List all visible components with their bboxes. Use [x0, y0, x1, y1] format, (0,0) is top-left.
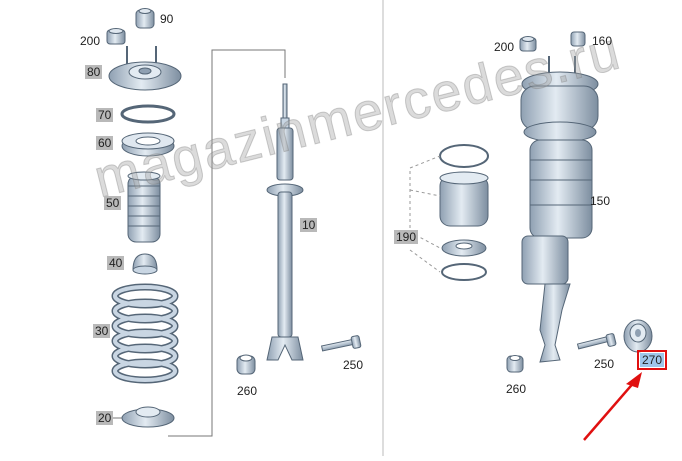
label-260-right: 260 — [506, 382, 527, 396]
label-90: 90 — [160, 12, 174, 26]
assembly-bracket-line — [168, 49, 286, 437]
label-10: 10 — [300, 218, 318, 232]
spring-seat-20 — [121, 406, 175, 428]
shock-absorber-10 — [266, 83, 304, 361]
label-250-left: 250 — [343, 358, 364, 372]
bump-stop-40 — [132, 253, 158, 275]
air-strut-150 — [520, 56, 599, 363]
bellows-50 — [127, 171, 161, 243]
bushing-260-left — [236, 354, 256, 375]
label-250-right: 250 — [594, 357, 615, 371]
label-200-left: 200 — [80, 34, 101, 48]
label-60: 60 — [96, 136, 114, 150]
ring-70 — [120, 104, 176, 124]
label-160: 160 — [592, 34, 613, 48]
label-70: 70 — [96, 108, 114, 122]
label-20: 20 — [96, 411, 114, 425]
red-arrow-icon — [583, 372, 642, 441]
label-200-right: 200 — [494, 40, 515, 54]
label-30: 30 — [93, 324, 111, 338]
top-mount-80 — [108, 46, 182, 91]
nut-200-right — [519, 36, 537, 52]
label-50: 50 — [104, 196, 122, 210]
bearing-60 — [121, 132, 175, 157]
bolt-250-left — [320, 335, 362, 352]
label-270-highlighted[interactable]: 270 — [636, 350, 668, 370]
label-150: 150 — [590, 194, 611, 208]
air-spring-parts-190 — [439, 144, 489, 281]
nut-200-left — [106, 28, 126, 45]
label-260-left: 260 — [237, 384, 258, 398]
cap-160 — [570, 31, 586, 47]
label-40: 40 — [107, 256, 125, 270]
label-80: 80 — [85, 65, 103, 79]
nut-270 — [623, 319, 653, 353]
label-190: 190 — [394, 230, 419, 244]
bolt-250-right — [576, 333, 617, 350]
bushing-260-right — [506, 355, 524, 373]
nut-90 — [135, 8, 155, 29]
